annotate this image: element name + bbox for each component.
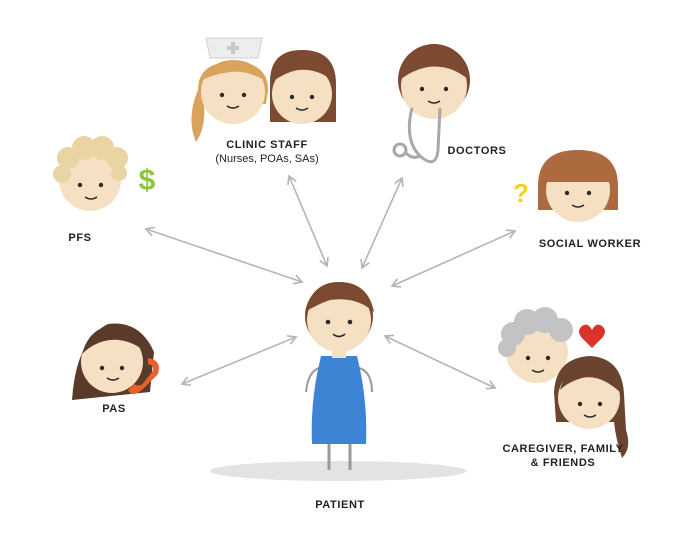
clinic-staff-icon — [191, 37, 336, 142]
patient-dress — [311, 356, 367, 444]
patient-figure — [210, 282, 466, 481]
caregiver-label-line1: CAREGIVER, FAMILY — [502, 443, 623, 455]
patient-shadow — [210, 461, 466, 481]
arrow-patient-pfs — [144, 226, 304, 285]
arrow-patient-caregiver — [383, 334, 497, 390]
question-mark-icon: ? — [513, 178, 529, 208]
heart-icon — [579, 324, 605, 348]
arrow-patient-clinic-staff — [287, 174, 329, 268]
doctors-label: DOCTORS — [447, 145, 506, 157]
stethoscope-icon — [407, 107, 442, 164]
connector-arrows — [144, 174, 517, 390]
arrow-patient-doctors — [360, 176, 404, 270]
doctor-icon — [392, 44, 470, 164]
dollar-icon: $ — [139, 164, 156, 197]
social-worker-icon — [538, 150, 618, 222]
clinic-staff-sublabel: (Nurses, POAs, SAs) — [215, 153, 318, 165]
caregiver-label-line2: & FRIENDS — [531, 457, 596, 469]
patient-label: PATIENT — [315, 499, 365, 511]
pfs-label: PFS — [68, 232, 91, 244]
pfs-icon — [53, 136, 128, 211]
pas-icon — [72, 323, 159, 400]
pas-label: PAS — [102, 403, 126, 415]
arrow-patient-pas — [180, 335, 298, 386]
clinic-staff-label: CLINIC STAFF — [226, 139, 308, 151]
phone-icon — [128, 358, 159, 394]
arrow-patient-social-worker — [390, 229, 517, 288]
caregiver-icon — [498, 307, 629, 458]
social-worker-label: SOCIAL WORKER — [539, 238, 641, 250]
